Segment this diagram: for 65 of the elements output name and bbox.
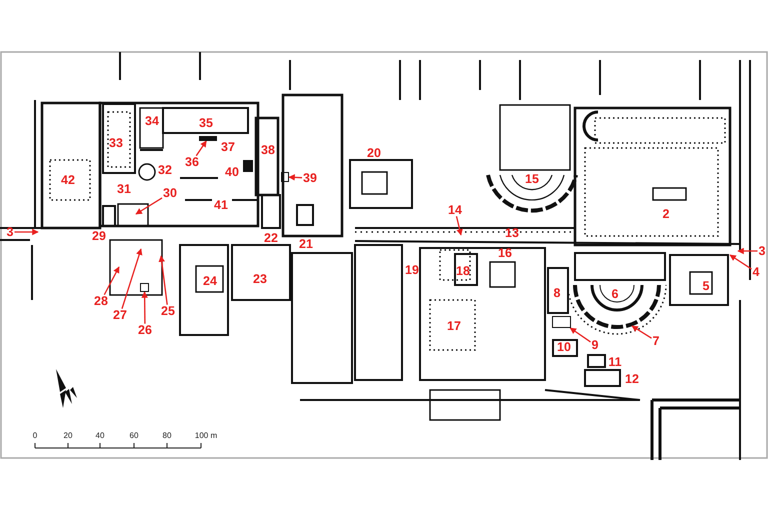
callout-number: 10 (556, 340, 572, 354)
callout-number: 17 (446, 320, 462, 332)
arrow (141, 291, 148, 324)
scale-label: 60 (130, 432, 138, 440)
arrow (456, 216, 463, 236)
callout-number: 40 (224, 166, 240, 178)
callout-number: 13 (504, 226, 520, 240)
callout-number: 33 (108, 136, 124, 150)
callout-number: 2 (662, 208, 670, 220)
callout-number: 9 (590, 338, 600, 352)
callout-number: 31 (116, 182, 132, 196)
callout-number: 21 (298, 238, 314, 250)
arrow (104, 266, 120, 296)
wall-segment (199, 136, 217, 141)
arrow (196, 140, 207, 156)
callout-number: 34 (144, 114, 160, 128)
callout-number: 5 (702, 280, 710, 292)
callout-number: 3 (6, 226, 14, 238)
callout-number: 7 (652, 334, 660, 348)
callout-number: 39 (302, 172, 318, 184)
arrow (158, 255, 168, 305)
callout-number: 26 (137, 324, 153, 336)
room-outline (281, 172, 289, 182)
scale-label: 0 (32, 432, 38, 440)
arrow (631, 325, 652, 339)
arrow (570, 327, 591, 342)
callout-number: 36 (184, 156, 200, 168)
scale-label: 100 m (194, 432, 218, 440)
scale-label: 80 (162, 432, 172, 440)
callout-number: 16 (497, 246, 513, 260)
callout-number: 38 (260, 144, 276, 156)
callout-number: 24 (202, 274, 218, 288)
scale-label: 20 (64, 432, 72, 440)
arrow (729, 254, 752, 270)
callout-number: 11 (607, 356, 623, 368)
callout-number: 6 (610, 288, 620, 300)
callout-number: 22 (263, 232, 279, 244)
room-outline (552, 316, 571, 328)
callout-number: 30 (162, 186, 178, 200)
callout-number: 37 (220, 140, 236, 154)
callout-number: 20 (366, 146, 382, 160)
callout-number: 8 (552, 286, 562, 300)
callout-number: 23 (252, 272, 268, 286)
arrow (135, 197, 162, 215)
callout-number: 4 (752, 266, 760, 278)
callout-number: 35 (198, 116, 214, 130)
room-outline (140, 283, 149, 292)
scale-label: 40 (96, 432, 104, 440)
callout-number: 29 (91, 230, 107, 242)
callout-number: 25 (160, 304, 176, 318)
callout-number: 18 (455, 264, 471, 278)
callout-number: 27 (112, 308, 128, 322)
callout-number: 41 (213, 198, 229, 212)
callout-number: 42 (60, 174, 76, 186)
arrow (288, 174, 302, 181)
arrow (737, 248, 758, 254)
callout-number: 32 (157, 164, 173, 176)
callout-number: 12 (624, 372, 640, 386)
arrow (14, 228, 39, 236)
callout-number: 15 (524, 172, 540, 186)
callout-number: 28 (93, 294, 109, 308)
callout-number: 14 (447, 204, 463, 216)
callout-number: 19 (404, 264, 420, 276)
callout-number: 3 (758, 244, 766, 258)
arrow (121, 248, 142, 309)
